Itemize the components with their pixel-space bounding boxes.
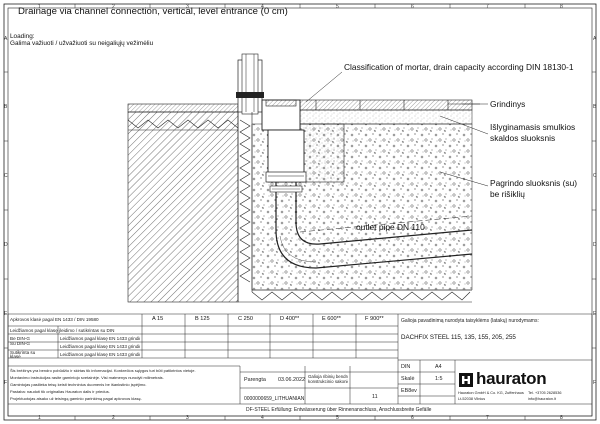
leader-mortar: [305, 71, 343, 103]
hauraton-logo-text: hauraton: [476, 369, 547, 388]
tb-small-3: Sutikrinta su: [10, 350, 36, 355]
din-label: DIN: [401, 364, 411, 370]
tb-small-4: klasė: [10, 354, 21, 359]
frame-col-5: 5: [336, 4, 339, 10]
address-line2: Lt-52038 Vilnius: [458, 397, 486, 401]
frame-row-f: F: [4, 380, 8, 386]
product-name: DACHFIX STEEL 115, 135, 155, 205, 255: [401, 334, 516, 341]
scheme-line1: Galioja ribinių bendros: [308, 374, 348, 379]
scheme-line2: konstrukcinio sakonio nuoljanijei: [308, 379, 348, 384]
drawing-title: Drainage via channel connection, vertica…: [18, 6, 288, 17]
paving-layer: [299, 99, 473, 111]
hauraton-logo-mark: [459, 373, 473, 387]
author-label: EB8ev: [401, 388, 417, 394]
title-block: [7, 313, 593, 417]
tb-note-1: Šis brėžinys yra bendro pobūdžio ir skir…: [10, 368, 196, 373]
frame-col-1-bottom: 1: [38, 415, 41, 421]
loading-note: Loading: Galima važiuoti / užvažiuoti su…: [10, 33, 153, 48]
frame-row-a-right: A: [593, 36, 597, 42]
frame-col-8-bottom: 8: [560, 415, 563, 421]
annotation-outlet: outlet pipe DN 110: [356, 222, 425, 232]
frame-col-3-bottom: 3: [186, 415, 189, 421]
tb-row-2: Leidžiamos pagal klasę EN 1433 grindinys…: [60, 336, 140, 341]
date-value: 03.06.2022: [278, 377, 305, 383]
load-class-a15: A 15: [152, 316, 164, 322]
frame-col-6: 6: [411, 4, 414, 10]
frame-col-4-bottom: 4: [261, 415, 264, 421]
tb-row-1: Leidžiamos pagal klasę įleidimo / sutikr…: [10, 328, 115, 333]
annotation-bedding-line1: Išlyginamasis smulkios: [490, 122, 576, 132]
leader-base: [439, 171, 489, 187]
frame-col-5-bottom: 5: [336, 415, 339, 421]
tb-note-2: Montavimo instrukcijas rasite gamintojo …: [10, 375, 164, 380]
tb-row-4: Leidžiamos pagal klasę EN 1433 grindinys…: [60, 352, 140, 357]
annotation-grindinys: Grindinys: [490, 99, 526, 109]
frame-row-a: A: [4, 36, 8, 42]
annotation-mortar: Classification of mortar, drain capacity…: [344, 62, 574, 72]
door-threshold: [236, 92, 264, 98]
file-name: 0000000659_LITHUANIAN.dwg: [244, 396, 304, 402]
frame-col-2: 2: [112, 4, 115, 10]
frame-row-e: E: [4, 311, 8, 317]
tb-note-4: Pastaba: naudoti tik originalias Haurato…: [10, 389, 110, 394]
frame-col-4: 4: [261, 4, 264, 10]
insulation-vertical: [239, 119, 251, 283]
phone: Tel. +3705 2628536: [528, 391, 562, 395]
outlet-pipe: [275, 182, 473, 269]
frame-col-6-bottom: 6: [411, 415, 414, 421]
frame-row-c-right: C: [593, 173, 597, 179]
frame-row-f-right: F: [593, 380, 597, 386]
annotation-bedding-line2: skaldos sluoksnis: [490, 133, 556, 143]
frame-row-d: D: [4, 242, 8, 248]
frame-row-e-right: E: [593, 311, 597, 317]
loading-value: Galima važiuoti / užvažiuoti su neigalių…: [10, 40, 154, 48]
tb-note-3: Gamintojas pasilieka teisę keisti techni…: [10, 382, 147, 387]
frame-row-b: B: [4, 104, 8, 110]
loading-label: Loading:: [10, 33, 35, 40]
load-class-b125: B 125: [195, 316, 210, 322]
tb-row-3: Leidžiamos pagal klasę EN 1433 grindinys…: [60, 344, 140, 349]
annotation-base-line1: Pagrindo sluoksnis (su): [490, 178, 578, 188]
frame-col-3: 3: [186, 4, 189, 10]
scale-value: 1:5: [435, 376, 443, 382]
tb-small-2: Su DIN-G: [10, 341, 30, 346]
load-class-e600: E 600**: [322, 316, 341, 322]
scale-label: Skalė: [401, 376, 415, 382]
date-label: Parengta: [244, 377, 266, 383]
frame-col-2-bottom: 2: [112, 415, 115, 421]
insulation-bottom: [251, 291, 471, 301]
frame-col-1: 1: [38, 4, 41, 10]
tb-small-1: Be DIN-G: [10, 336, 30, 341]
mortar-bed: [299, 123, 345, 183]
frame-col-7-bottom: 7: [486, 415, 489, 421]
din-value: A4: [435, 364, 442, 370]
tb-note-5: Projektuotojas atsako už teisingą gamini…: [10, 396, 142, 401]
building-slab: [127, 111, 239, 303]
frame-row-b-right: B: [593, 104, 597, 110]
frame-row-d-right: D: [593, 242, 597, 248]
frame-col-7: 7: [486, 4, 489, 10]
load-class-f900: F 900**: [365, 316, 384, 322]
annotation-base-line2: be rišiklių: [490, 189, 525, 199]
product-label: Galioja pavadinimą nurodyta taisyklėms (…: [401, 318, 539, 324]
address-line1: Hauraton GmbH & Co. KG, Zuffenhauser Str…: [458, 391, 524, 395]
frame-col-8: 8: [560, 4, 563, 10]
bedding-layer: [299, 109, 473, 125]
email: info@hauraton.lt: [528, 397, 556, 401]
load-class-c250: C 250: [238, 316, 253, 322]
footer-description: DF-STEEL Erfüllung: Entwässerung über Ri…: [246, 407, 432, 413]
page-number: 11: [372, 394, 378, 400]
standard-row-label: Apkrovos klasė pagal EN 1433 / DIN 19580: [10, 317, 99, 322]
leader-bedding: [439, 115, 489, 135]
frame-ticks: [4, 4, 596, 420]
load-class-d400: D 400**: [280, 316, 300, 322]
frame-row-c: C: [4, 173, 8, 179]
